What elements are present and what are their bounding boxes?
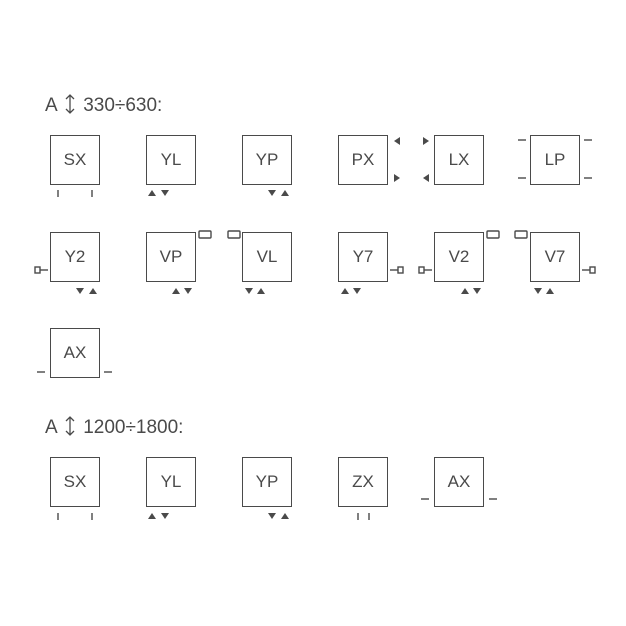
model-code: V2 [448,247,470,266]
side-arrows-icon [423,137,429,182]
model-code: SX [63,472,87,491]
height-range: 330÷630: [83,95,163,116]
down-up-triangles-icon [268,513,289,519]
model-code: VP [159,247,183,266]
model-code: LP [544,150,566,169]
bottom-ticks-icon [57,513,93,520]
model-code: Y7 [352,247,374,266]
model-code: ZX [352,472,374,491]
model-box-sx-2: SX [50,457,100,507]
section-heading-1: A 330÷630: [45,94,162,118]
model-box-yl: YL [146,135,196,185]
plug-icon [582,266,596,274]
up-down-triangles-icon [172,288,192,294]
model-box-v2: V2 [434,232,484,282]
model-code: VL [256,247,278,266]
side-arrows-icon [394,137,400,182]
model-code: AX [447,472,471,491]
valve-icon [486,230,500,239]
model-box-y7: Y7 [338,232,388,282]
vertical-double-arrow-icon [64,94,76,118]
model-code: V7 [544,247,566,266]
model-box-ax: AX [50,328,100,378]
valve-icon [227,230,241,239]
section-heading-2: A 1200÷1800: [45,416,183,440]
height-range: 1200÷1800: [83,417,184,438]
down-up-triangles-icon [268,190,289,196]
model-box-lp: LP [530,135,580,185]
model-code: YL [160,472,182,491]
model-code: YL [160,150,182,169]
model-box-zx: ZX [338,457,388,507]
model-code: SX [63,150,87,169]
model-code: Y2 [64,247,86,266]
valve-icon [198,230,212,239]
side-lines-icon [518,139,592,179]
model-box-yl-2: YL [146,457,196,507]
model-box-yp-2: YP [242,457,292,507]
down-up-triangles-icon [245,288,265,294]
model-box-y2: Y2 [50,232,100,282]
model-code: YP [255,150,279,169]
height-label: A [45,417,57,438]
down-up-triangles-icon [534,288,554,294]
bottom-ticks-icon [57,190,93,197]
height-label: A [45,95,57,116]
plug-icon [390,266,404,274]
model-box-px: PX [338,135,388,185]
up-down-triangles-icon [461,288,481,294]
up-down-triangles-icon [148,190,169,196]
bottom-ticks-icon [357,513,370,520]
model-code: PX [351,150,375,169]
model-box-yp: YP [242,135,292,185]
model-box-vl: VL [242,232,292,282]
model-box-lx: LX [434,135,484,185]
model-code: YP [255,472,279,491]
vertical-double-arrow-icon [64,416,76,440]
model-box-v7: V7 [530,232,580,282]
plug-icon [34,266,48,274]
model-box-ax-2: AX [434,457,484,507]
up-down-triangles-icon [148,513,169,519]
down-up-triangles-icon [76,288,97,294]
model-box-vp: VP [146,232,196,282]
up-down-triangles-icon [341,288,361,294]
model-code: LX [448,150,470,169]
model-code: AX [63,343,87,362]
valve-icon [514,230,528,239]
model-box-sx: SX [50,135,100,185]
plug-icon [418,266,432,274]
